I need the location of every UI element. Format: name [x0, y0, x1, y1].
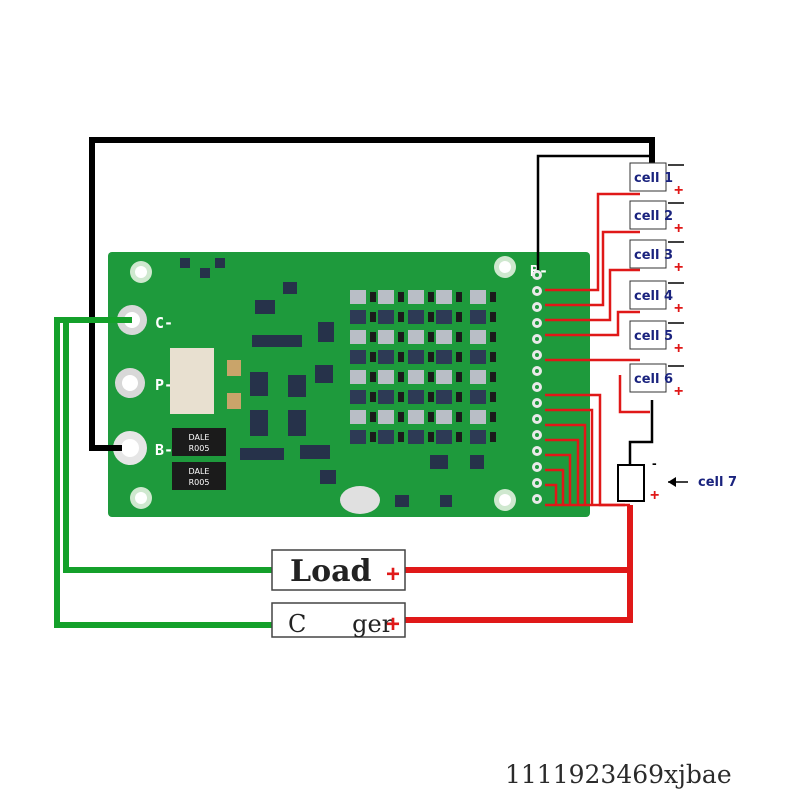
label-c-minus: C-	[155, 314, 173, 332]
cell-1: cell 1+	[629, 162, 684, 199]
cell-6-plus-sign: +	[674, 383, 683, 400]
white-part	[340, 486, 380, 514]
cell-6: cell 6+	[629, 363, 684, 400]
load-label: Load	[290, 554, 372, 589]
cell-1-label: cell 1	[634, 171, 673, 186]
cell-7-label: cell 7	[698, 475, 737, 490]
label-p-minus: P-	[155, 376, 173, 394]
cell-5-label: cell 5	[634, 329, 673, 344]
charger-ground-wire	[54, 317, 272, 628]
positive-wire	[405, 505, 633, 623]
label-b-minus: B-	[155, 441, 173, 459]
cell-2-label: cell 2	[634, 209, 673, 224]
cell-6-label: cell 6	[634, 372, 673, 387]
cell-4-plus-sign: +	[674, 300, 683, 317]
cell-stack: cell 1+cell 2+cell 3+cell 4+cell 5+cell …	[629, 162, 684, 400]
cell-3-plus-sign: +	[674, 259, 683, 276]
charger-box: C ger +	[271, 602, 406, 638]
svg-text:R005: R005	[189, 444, 210, 453]
cell-7-plus-sign: +	[650, 487, 659, 504]
cell-7-minus-sign: -	[652, 455, 657, 471]
via-grid	[170, 348, 214, 414]
load-box: Load +	[271, 549, 406, 591]
pad-b-minus	[113, 431, 147, 465]
balance-wires	[545, 192, 650, 507]
balance-connector-pins	[532, 270, 542, 504]
load-plus-sign: +	[386, 561, 400, 588]
charger-plus-sign: +	[386, 611, 400, 638]
cell-2: cell 2+	[629, 200, 684, 237]
svg-text:DALE: DALE	[188, 467, 209, 476]
charger-label: C ger	[288, 610, 394, 638]
cell-4: cell 4+	[629, 280, 684, 317]
cell-5: cell 5+	[629, 320, 684, 357]
negative-wire	[89, 137, 655, 451]
sense-resistor-1: DALE R005	[172, 428, 226, 456]
sense-resistor-2: DALE R005	[172, 462, 226, 490]
cell-3-label: cell 3	[634, 248, 673, 263]
cell-1-plus-sign: +	[674, 182, 683, 199]
watermark: 1111923469xjbae	[505, 760, 732, 789]
b-minus-sense-wire	[536, 154, 652, 270]
arrow-icon	[668, 477, 676, 487]
svg-text:DALE: DALE	[188, 433, 209, 442]
svg-text:R005: R005	[189, 478, 210, 487]
mounting-holes	[130, 256, 516, 511]
pcb-components	[180, 258, 496, 507]
cell-2-plus-sign: +	[674, 220, 683, 237]
cell-5-plus-sign: +	[674, 340, 683, 357]
cell-7-battery	[617, 464, 645, 502]
load-ground-wire	[63, 320, 272, 573]
pad-p-minus	[115, 368, 145, 398]
cell-3: cell 3+	[629, 239, 684, 276]
pcb-board	[108, 252, 590, 517]
cell-4-label: cell 4	[634, 289, 673, 304]
